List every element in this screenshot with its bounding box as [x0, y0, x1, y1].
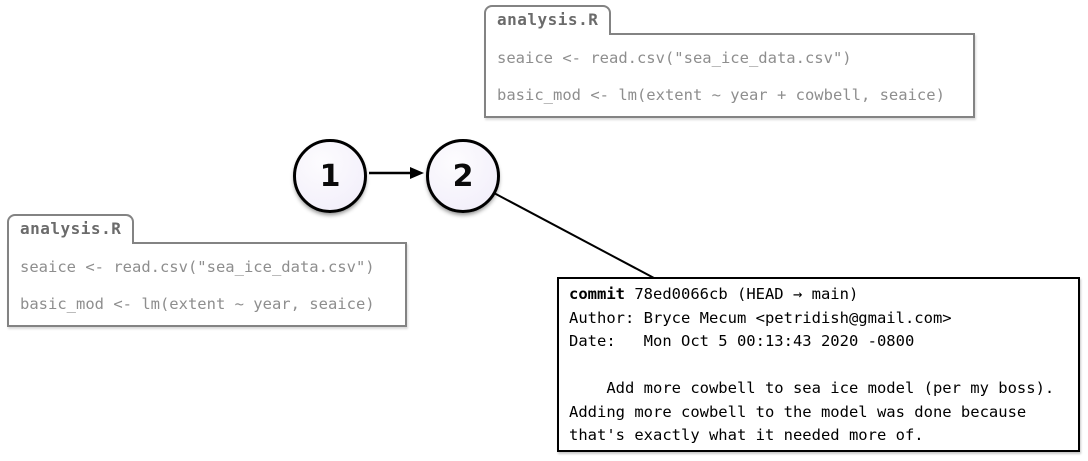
file-tab-label: analysis.R [484, 5, 612, 35]
commit-header-line: commit 78ed0066cb (HEAD → main) [569, 283, 1068, 307]
file-code-body: seaice <- read.csv("sea_ice_data.csv") b… [484, 33, 975, 118]
commit-message-line: Add more cowbell to sea ice model (per m… [569, 379, 1055, 397]
code-line: seaice <- read.csv("sea_ice_data.csv") [497, 49, 852, 67]
commit-node-label: 1 [319, 158, 341, 194]
code-line: seaice <- read.csv("sea_ice_data.csv") [20, 258, 375, 276]
commit-author-line: Author: Bryce Mecum <petridish@gmail.com… [569, 308, 952, 327]
commit-node-1: 1 [293, 139, 367, 213]
commit-hash-ref: 78ed0066cb (HEAD → main) [625, 285, 859, 303]
file-code-body: seaice <- read.csv("sea_ice_data.csv") b… [7, 242, 407, 327]
code-line: basic_mod <- lm(extent ~ year + cowbell,… [497, 86, 945, 104]
commit-node-2: 2 [426, 139, 500, 213]
line-node2-to-commit-box [493, 192, 655, 279]
code-line: basic_mod <- lm(extent ~ year, seaice) [20, 295, 375, 313]
commit-keyword: commit [569, 285, 625, 303]
commit-details-box: commit 78ed0066cb (HEAD → main) Author: … [557, 277, 1080, 452]
commit-blank-line [569, 354, 1068, 378]
commit-message-line: Adding more cowbell to the model was don… [569, 402, 1027, 421]
commit-message-line: that's exactly what it needed more of. [569, 426, 924, 444]
file-tab-label: analysis.R [7, 214, 135, 244]
commit-node-label: 2 [452, 158, 474, 194]
commit-date-line: Date: Mon Oct 5 00:13:43 2020 -0800 [569, 332, 915, 350]
